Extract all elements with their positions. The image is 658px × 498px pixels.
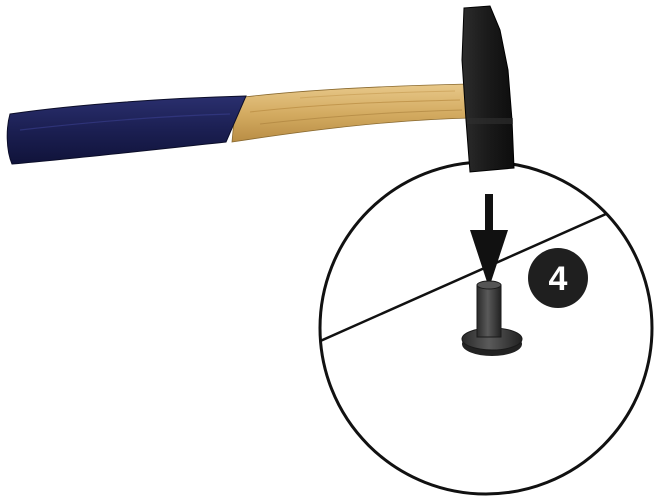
hammer-icon [7,6,514,172]
step-number: 4 [549,260,568,298]
hammer-grip [7,96,246,164]
step-badge: 4 [528,248,588,308]
hammer-handle-wood [232,84,470,142]
hammer-head [462,6,514,172]
